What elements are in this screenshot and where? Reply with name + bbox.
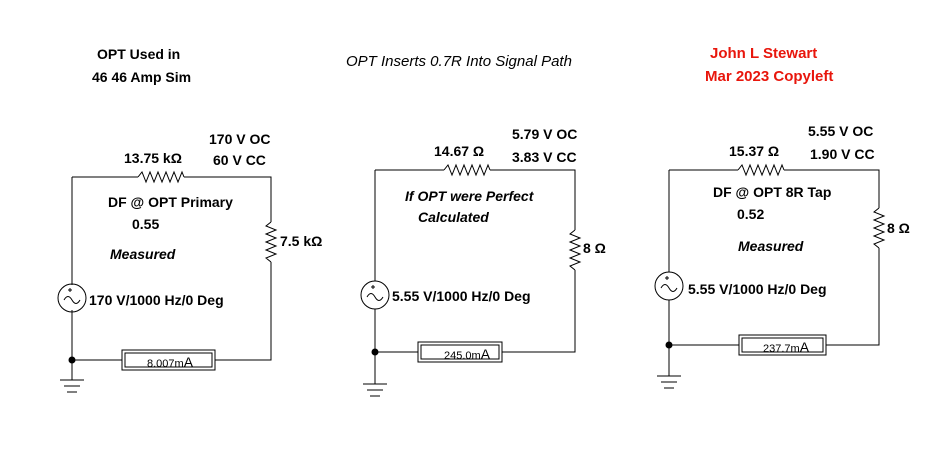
circuit-1-series-resistor xyxy=(137,170,185,184)
circuit-1-voltage-oc: 170 V OC xyxy=(209,131,271,147)
circuit-1-load-resistor-label: 7.5 kΩ xyxy=(280,233,323,249)
circuit-1-voltage-cc: 60 V CC xyxy=(213,152,266,168)
circuit-2-voltage-oc: 5.79 V OC xyxy=(512,126,578,142)
circuit-3-ammeter xyxy=(738,334,827,356)
circuit-3-meter-reading: 237.7mA xyxy=(763,339,810,355)
circuit-1-meter-reading: 8.007mA xyxy=(147,354,194,370)
circuit-1-load-resistor xyxy=(264,221,278,263)
circuit-3-wires xyxy=(668,169,880,346)
circuit-1-meter-unit: A xyxy=(183,354,194,370)
circuit-2-voltage-cc: 3.83 V CC xyxy=(512,149,577,165)
page-title: OPT Inserts 0.7R Into Signal Path xyxy=(346,53,572,70)
circuit-1-ac-source xyxy=(57,283,87,313)
circuit-3-ac-source xyxy=(654,271,684,301)
circuit-3-voltage-cc: 1.90 V CC xyxy=(810,146,875,162)
circuit-1-series-resistor-label: 13.75 kΩ xyxy=(124,150,182,166)
copyleft-date: Mar 2023 Copyleft xyxy=(705,68,834,85)
header-left-line1: OPT Used in xyxy=(97,46,181,62)
circuit-3-voltage-oc: 5.55 V OC xyxy=(808,123,874,139)
circuit-3-df-label: DF @ OPT 8R Tap xyxy=(713,184,832,200)
circuit-2-ground xyxy=(363,352,387,397)
circuit-2-meter-unit: A xyxy=(480,346,491,362)
circuit-3-source-label: 5.55 V/1000 Hz/0 Deg xyxy=(688,281,827,297)
circuit-1-source-label: 170 V/1000 Hz/0 Deg xyxy=(89,292,224,308)
circuit-3-series-resistor-label: 15.37 Ω xyxy=(729,143,780,159)
circuit-3-note: Measured xyxy=(738,238,804,254)
circuit-2-source-label: 5.55 V/1000 Hz/0 Deg xyxy=(392,288,531,304)
circuit-1-ammeter xyxy=(121,349,216,371)
header-left-line2: 46 46 Amp Sim xyxy=(92,69,192,85)
circuit-2-ac-source xyxy=(360,280,390,310)
circuit-2-wires xyxy=(374,169,576,353)
circuit-2-ammeter xyxy=(417,341,503,363)
circuit-3-ground xyxy=(657,345,681,389)
circuit-2-note-line1: If OPT were Perfect xyxy=(405,188,534,204)
circuit-2-series-resistor xyxy=(443,163,491,177)
circuit-1-ground xyxy=(60,360,84,393)
circuit-2-series-resistor-label: 14.67 Ω xyxy=(434,143,485,159)
circuit-1-note: Measured xyxy=(110,246,176,262)
circuit-2-load-resistor xyxy=(568,229,582,271)
circuit-1-df-label: DF @ OPT Primary xyxy=(108,194,233,210)
circuit-3-df-value: 0.52 xyxy=(737,206,765,222)
author-name: John L Stewart xyxy=(710,45,818,62)
circuit-2-node xyxy=(371,348,379,356)
circuit-1-node xyxy=(68,356,76,364)
circuit-3-meter-unit: A xyxy=(799,339,810,355)
circuit-3-series-resistor xyxy=(737,163,785,177)
circuit-1-df-value: 0.55 xyxy=(132,216,160,232)
circuit-3-load-resistor-label: 8 Ω xyxy=(887,220,910,236)
circuit-3-load-resistor xyxy=(872,207,886,249)
circuit-3-node xyxy=(665,341,673,349)
circuit-2-meter-reading: 245.0mA xyxy=(444,346,491,362)
circuit-1-wires xyxy=(71,176,272,361)
circuit-2-note-line2: Calculated xyxy=(418,209,489,225)
circuit-2-load-resistor-label: 8 Ω xyxy=(583,240,606,256)
